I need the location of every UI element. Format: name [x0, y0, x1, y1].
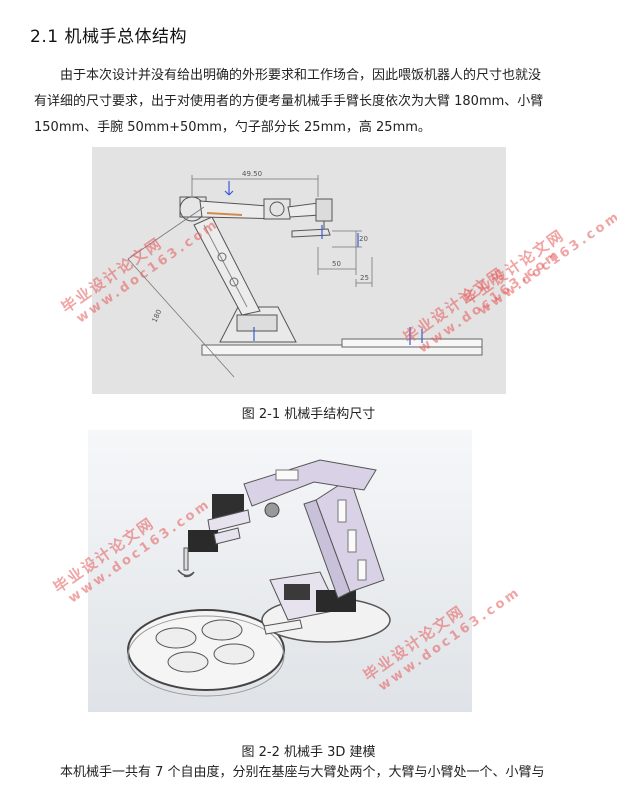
hand [315, 198, 333, 222]
figure1-caption: 图 2-1 机械手结构尺寸 [241, 407, 376, 422]
plate-tray [341, 338, 483, 348]
dim-label-arm: 180 [151, 308, 164, 324]
base-servo [236, 314, 278, 332]
elbow-joint [264, 502, 280, 518]
paragraph-line: 由于本次设计并没有给出明确的外形要求和工作场合，因此喂饭机器人的尺寸也就没 [60, 68, 542, 83]
figure-3d-model [88, 430, 472, 712]
bowl [155, 627, 197, 649]
paragraph-line: 本机械手一共有 7 个自由度，分别在基座与大臂处两个，大臂与小臂处一个、小臂与 [60, 765, 545, 780]
figure2-caption: 图 2-2 机械手 3D 建模 [241, 745, 376, 760]
dim-label-top: 49.50 [242, 170, 262, 178]
spoon [291, 228, 331, 238]
robot-arm-2d-drawing: 49.50 20 50 25 180 [127, 170, 483, 378]
paragraph-line: 有详细的尺寸要求，出于对使用者的方便考量机械手手臂长度依次为大臂 180mm、小… [34, 94, 544, 109]
spoon [177, 569, 195, 578]
small-arm [243, 459, 377, 507]
dim-label-bottom-right: 25 [360, 274, 369, 282]
paragraph-intro: 由于本次设计并没有给出明确的外形要求和工作场合，因此喂饭机器人的尺寸也就没 有详… [34, 63, 594, 141]
section-heading: 2.1 机械手总体结构 [30, 27, 187, 47]
hand-servo [188, 530, 218, 552]
figure-dimension-drawing: 49.50 20 50 25 180 [92, 147, 506, 394]
bowl [201, 619, 243, 641]
bowl [167, 651, 209, 673]
bowl [213, 643, 255, 665]
plate [127, 609, 285, 691]
paragraph-line: 150mm、手腕 50mm+50mm，勺子部分长 25mm，高 25mm。 [34, 120, 431, 135]
robot-arm-3d-render [127, 459, 391, 697]
paragraph-dof: 本机械手一共有 7 个自由度，分别在基座与大臂处两个，大臂与小臂处一个、小臂与 [34, 760, 594, 786]
dim-label-right: 20 [359, 235, 368, 243]
base-servo [316, 590, 356, 612]
dim-label-bottom-left: 50 [332, 260, 341, 268]
